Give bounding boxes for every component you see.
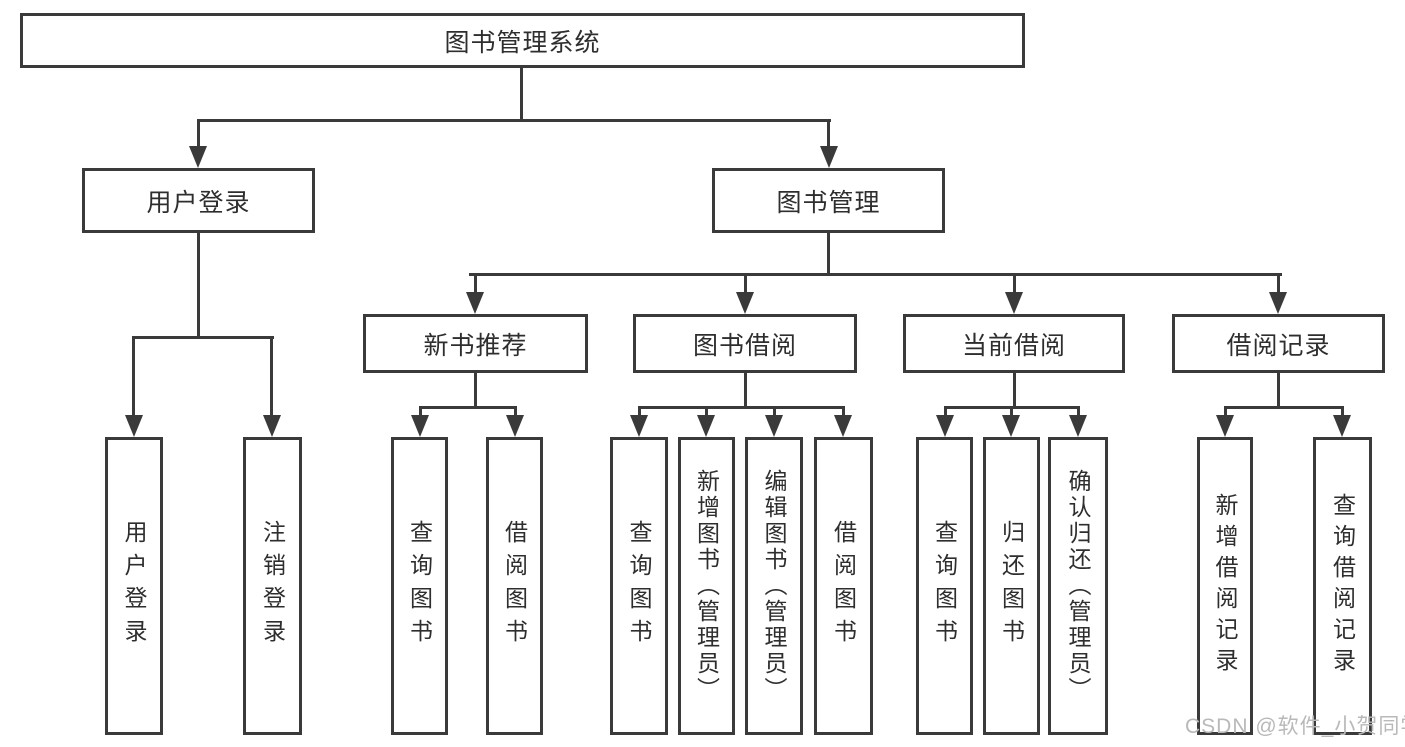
leaf-add-borrow-record: 新增借阅记录 xyxy=(1197,437,1253,735)
node-new-book-recommend: 新书推荐 xyxy=(363,314,588,373)
connector-leaf-stem xyxy=(1010,406,1013,419)
arrow-down-icon xyxy=(263,415,281,437)
connector-l3-down xyxy=(1013,373,1016,406)
connector-mgmt-branch xyxy=(469,273,1282,276)
watermark-text: CSDN @软件_小贺同学 xyxy=(1185,715,1405,738)
leaf-logout: 注销登录 xyxy=(243,437,302,735)
arrow-down-icon xyxy=(697,415,715,437)
arrow-down-icon xyxy=(125,415,143,437)
leaf-user-login: 用户登录 xyxy=(105,437,163,735)
connector-leaf-stem xyxy=(944,406,947,419)
arrow-down-icon xyxy=(736,292,754,314)
connector-l3-stem xyxy=(744,273,747,296)
leaf-add-book-admin: 新增图书（管理员） xyxy=(678,437,735,735)
connector-leaf-stem xyxy=(1224,406,1227,419)
arrow-down-icon xyxy=(411,415,429,437)
arrow-down-icon xyxy=(466,292,484,314)
connector-l3-down xyxy=(1277,373,1280,406)
leaf-confirm-return-admin: 确认归还（管理员） xyxy=(1048,437,1108,735)
arrow-down-icon xyxy=(630,415,648,437)
connector-leaf-stem xyxy=(705,406,708,419)
connector-root-branch xyxy=(197,119,831,122)
connector-l3-stem xyxy=(1277,273,1280,296)
leaf-query-books-recommend: 查询图书 xyxy=(391,437,448,735)
connector-leaf-stem xyxy=(1077,406,1080,419)
node-book-borrowing: 图书借阅 xyxy=(633,314,857,373)
node-library-management-system: 图书管理系统 xyxy=(20,13,1025,68)
connector-mgmt-stem xyxy=(827,119,830,150)
connector-l3-stem xyxy=(1013,273,1016,296)
arrow-down-icon xyxy=(1002,415,1020,437)
connector-l3-branch xyxy=(638,406,844,409)
connector-leaf-stem xyxy=(132,336,135,419)
arrow-down-icon xyxy=(834,415,852,437)
leaf-borrow-books-recommend: 借阅图书 xyxy=(486,437,543,735)
arrow-down-icon xyxy=(936,415,954,437)
connector-leaf-stem xyxy=(1341,406,1344,419)
node-current-borrowing: 当前借阅 xyxy=(903,314,1125,373)
connector-l3-down xyxy=(744,373,747,406)
connector-mgmt-down xyxy=(827,233,830,273)
connector-leaf-stem xyxy=(419,406,422,419)
connector-root-stem xyxy=(520,68,523,119)
leaf-query-books-borrowing: 查询图书 xyxy=(610,437,668,735)
arrow-down-icon xyxy=(1333,415,1351,437)
leaf-return-books: 归还图书 xyxy=(983,437,1040,735)
arrow-down-icon xyxy=(1005,292,1023,314)
connector-leaf-stem xyxy=(773,406,776,419)
connector-login-down xyxy=(197,233,200,336)
node-book-management: 图书管理 xyxy=(712,168,945,233)
connector-leaf-stem xyxy=(638,406,641,419)
arrow-down-icon xyxy=(1269,292,1287,314)
connector-l3-down xyxy=(474,373,477,406)
connector-leaf-stem xyxy=(842,406,845,419)
connector-leaf-stem xyxy=(514,406,517,419)
leaf-query-borrow-record: 查询借阅记录 xyxy=(1313,437,1372,735)
arrow-down-icon xyxy=(1069,415,1087,437)
arrow-down-icon xyxy=(1216,415,1234,437)
leaf-borrow-books-borrowing: 借阅图书 xyxy=(814,437,873,735)
leaf-query-books-current: 查询图书 xyxy=(916,437,973,735)
node-user-login: 用户登录 xyxy=(82,168,315,233)
connector-leaf-stem xyxy=(270,336,273,419)
connector-l3-branch xyxy=(419,406,517,409)
node-borrow-records: 借阅记录 xyxy=(1172,314,1385,373)
connector-login-stem xyxy=(197,119,200,150)
connector-login-branch xyxy=(132,336,274,339)
arrow-down-icon xyxy=(765,415,783,437)
connector-l3-stem xyxy=(474,273,477,296)
arrow-down-icon xyxy=(820,146,838,168)
connector-l3-branch xyxy=(1224,406,1344,409)
leaf-edit-book-admin: 编辑图书（管理员） xyxy=(745,437,803,735)
arrow-down-icon xyxy=(189,146,207,168)
arrow-down-icon xyxy=(506,415,524,437)
